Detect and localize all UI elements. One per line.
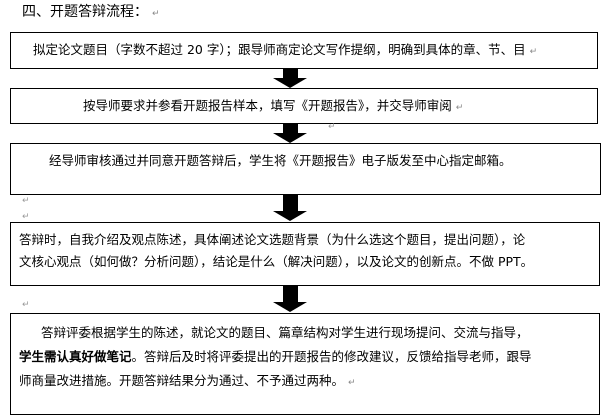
flow-step-1: 拟定论文题目（字数不超过 20 字）；跟导师商定论文写作提纲，明确到具体的章、节… [10,32,598,69]
down-arrow-icon [273,69,307,88]
paragraph-mark-icon: ↵ [328,122,336,132]
section-heading-text: 四、开题答辩流程： [22,4,148,20]
paragraph-mark-icon: ↵ [22,212,30,222]
flow-step-4: 答辩时，自我介绍及观点陈述，具体阐述论文选题背景（为什么选这个题目，提出问题），… [10,222,600,286]
paragraph-mark-icon: ↵ [22,300,30,310]
flow-step-1-text: 拟定论文题目（字数不超过 20 字）；跟导师商定论文写作提纲，明确到具体的章、节… [33,42,526,57]
down-arrow-icon [273,124,307,143]
flow-step-5-line-2: 。答辩后及时将评委提出的开题报告的修改建议，反馈给指导老师，跟导 [131,349,532,364]
flow-step-5-line-3: 师商量改进措施。开题答辩结果分为通过、不予通过两种。 [19,373,345,388]
paragraph-mark-icon: ↵ [152,9,160,19]
note-taking-emphasis: 学生需认真好做笔记 [19,349,132,364]
down-arrow-icon [273,286,307,313]
flow-step-2: 按导师要求并参看开题报告样本，填写《开题报告》，并交导师审阅↵ [10,88,598,124]
flow-step-5: 答辩评委根据学生的陈述，就论文的题目、篇章结构对学生进行现场提问、交流与指导， … [10,313,600,415]
flow-step-2-text: 按导师要求并参看开题报告样本，填写《开题报告》，并交导师审阅 [83,98,452,113]
paragraph-mark-icon: ↵ [455,103,464,113]
down-arrow-icon [273,195,307,222]
section-heading: 四、开题答辩流程： ↵ [22,2,160,24]
flow-step-3: 经导师审核通过并同意开题答辩后，学生将《开题报告》电子版发至中心指定邮箱。 [10,143,601,195]
flow-step-4-line-1: 答辩时，自我介绍及观点陈述，具体阐述论文选题背景（为什么选这个题目，提出问题），… [19,232,526,247]
flow-step-4-line-2: 文核心观点（如何做？分析问题），结论是什么（解决问题），以及论文的创新点。不做 … [19,254,534,269]
paragraph-mark-icon: ↵ [529,47,538,57]
paragraph-mark-icon: ↵ [22,196,30,206]
flow-step-5-line-1: 答辩评委根据学生的陈述，就论文的题目、篇章结构对学生进行现场提问、交流与指导， [41,325,529,340]
paragraph-mark-icon: ↵ [348,378,356,388]
flow-step-3-text: 经导师审核通过并同意开题答辩后，学生将《开题报告》电子版发至中心指定邮箱。 [49,153,512,168]
